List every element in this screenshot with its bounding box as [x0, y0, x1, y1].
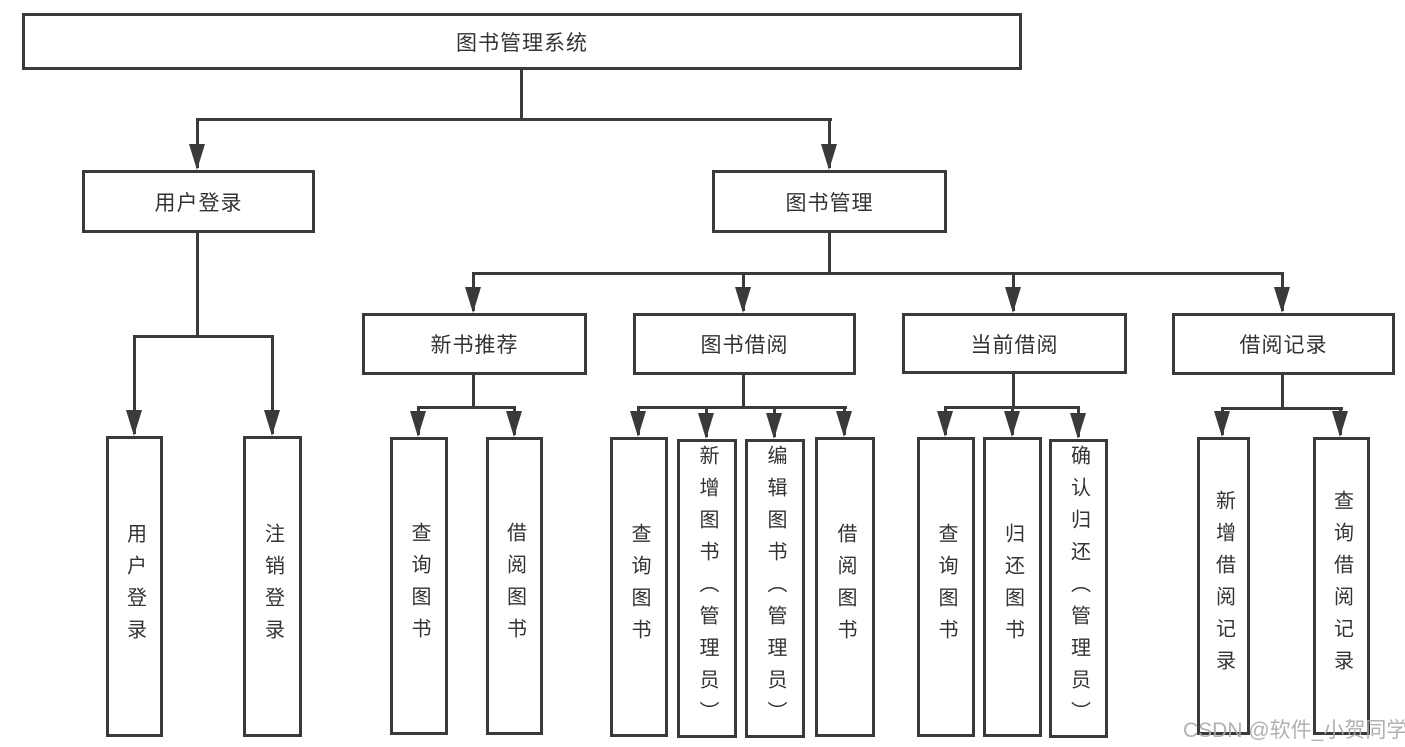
- leaf-query-borrow-record: 查询借阅记录: [1313, 437, 1370, 735]
- arrow-down-icon: [465, 287, 481, 313]
- leaf-confirm-return-admin: 确认归还（管理员）: [1049, 439, 1108, 738]
- arrow-down-icon: [410, 411, 426, 437]
- connector-br-stem: [1281, 375, 1284, 407]
- arrow-down-icon: [766, 413, 782, 439]
- node-root: 图书管理系统: [22, 13, 1022, 70]
- connector-user-login-stem: [196, 233, 199, 335]
- node-current-borrow: 当前借阅: [902, 313, 1127, 374]
- leaf-edit-book-admin-label: 编辑图书（管理员）: [764, 444, 786, 733]
- arrow-down-icon: [836, 411, 852, 437]
- leaf-recommend-borrow-book: 借阅图书: [486, 437, 543, 735]
- node-new-book-recommend: 新书推荐: [362, 313, 587, 375]
- node-book-management-label: 图书管理: [785, 191, 874, 215]
- connector-bb-bar: [637, 406, 847, 409]
- connector-root-drop-right: [828, 118, 831, 168]
- arrow-down-icon: [735, 287, 751, 313]
- arrow-down-icon: [1070, 413, 1086, 439]
- leaf-current-query-book: 查询图书: [917, 437, 975, 737]
- connector-user-login-bar: [133, 335, 274, 338]
- node-borrow-record: 借阅记录: [1172, 313, 1395, 375]
- arrow-down-icon: [821, 144, 837, 170]
- connector-root-drop-left: [196, 118, 199, 168]
- arrow-down-icon: [937, 411, 953, 437]
- connector-br-bar: [1221, 407, 1343, 410]
- node-new-book-recommend-label: 新书推荐: [430, 334, 519, 357]
- leaf-logout: 注销登录: [243, 436, 302, 737]
- node-book-management: 图书管理: [712, 170, 947, 233]
- node-book-borrow: 图书借阅: [633, 313, 856, 375]
- arrow-down-icon: [1004, 411, 1020, 437]
- leaf-recommend-query-book: 查询图书: [390, 437, 448, 735]
- connector-book-management-stem: [828, 233, 831, 272]
- arrow-down-icon: [1005, 287, 1021, 313]
- leaf-logout-label: 注销登录: [261, 522, 284, 651]
- node-root-label: 图书管理系统: [456, 31, 588, 55]
- connector-user-login-drop-1: [133, 335, 136, 434]
- connector-root-stem: [520, 70, 523, 118]
- arrow-down-icon: [698, 413, 714, 439]
- node-user-login: 用户登录: [82, 170, 315, 233]
- node-borrow-record-label: 借阅记录: [1239, 334, 1328, 357]
- connector-root-bar: [196, 118, 832, 121]
- leaf-recommend-borrow-book-label: 借阅图书: [503, 522, 526, 650]
- leaf-user-login: 用户登录: [106, 436, 163, 737]
- csdn-watermark: CSDN @软件_小贺同学: [1183, 719, 1405, 742]
- arrow-down-icon: [1274, 287, 1290, 313]
- connector-cb-stem: [1012, 374, 1015, 406]
- leaf-borrow-book: 借阅图书: [815, 437, 875, 737]
- connector-nbr-stem: [472, 375, 475, 406]
- leaf-current-query-book-label: 查询图书: [935, 523, 957, 651]
- connector-bb-stem: [742, 375, 745, 406]
- leaf-query-borrow-record-label: 查询借阅记录: [1330, 490, 1353, 682]
- node-user-login-label: 用户登录: [154, 191, 243, 215]
- arrow-down-icon: [189, 144, 205, 170]
- leaf-add-book-admin: 新增图书（管理员）: [677, 439, 737, 738]
- connector-user-login-drop-2: [271, 335, 274, 434]
- leaf-add-borrow-record-label: 新增借阅记录: [1212, 490, 1235, 682]
- leaf-edit-book-admin: 编辑图书（管理员）: [745, 439, 805, 738]
- leaf-return-book: 归还图书: [983, 437, 1042, 737]
- leaf-recommend-query-book-label: 查询图书: [408, 522, 430, 650]
- arrow-down-icon: [264, 410, 280, 436]
- leaf-return-book-label: 归还图书: [1001, 523, 1024, 651]
- leaf-confirm-return-admin-label: 确认归还（管理员）: [1067, 444, 1090, 733]
- leaf-borrow-query-book: 查询图书: [610, 437, 668, 737]
- leaf-add-borrow-record: 新增借阅记录: [1197, 437, 1250, 735]
- arrow-down-icon: [126, 410, 142, 436]
- arrow-down-icon: [506, 411, 522, 437]
- arrow-down-icon: [1332, 411, 1348, 437]
- arrow-down-icon: [630, 411, 646, 437]
- leaf-borrow-query-book-label: 查询图书: [628, 523, 650, 651]
- leaf-add-book-admin-label: 新增图书（管理员）: [696, 444, 718, 733]
- connector-nbr-bar: [417, 406, 516, 409]
- leaf-user-login-label: 用户登录: [123, 522, 146, 651]
- connector-book-management-bar: [472, 272, 1284, 275]
- leaf-borrow-book-label: 借阅图书: [834, 523, 856, 651]
- arrow-down-icon: [1214, 411, 1230, 437]
- node-book-borrow-label: 图书借阅: [700, 334, 789, 357]
- node-current-borrow-label: 当前借阅: [970, 333, 1059, 357]
